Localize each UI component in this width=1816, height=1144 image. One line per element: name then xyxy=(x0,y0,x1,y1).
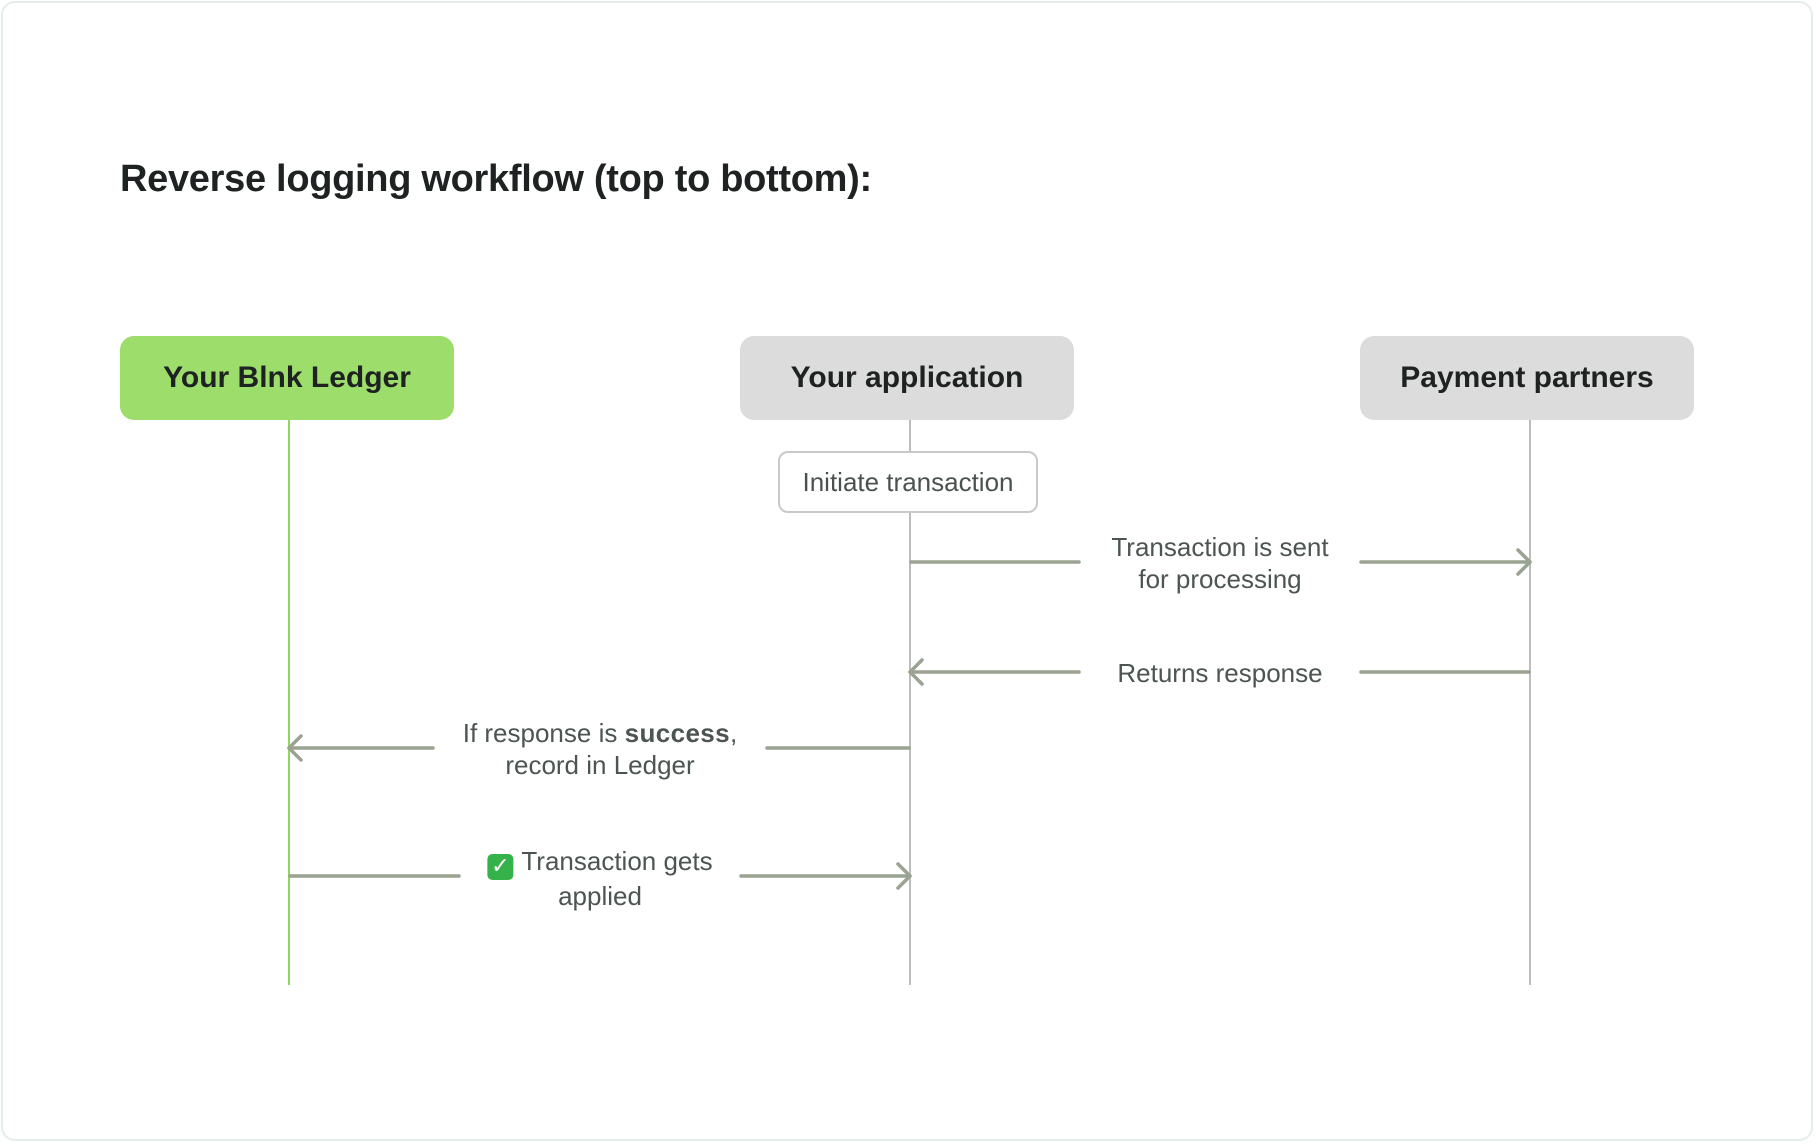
actor-blnk-ledger: Your Blnk Ledger xyxy=(120,336,454,420)
diagram-title: Reverse logging workflow (top to bottom)… xyxy=(120,158,872,200)
actor-your-application: Your application xyxy=(740,336,1074,420)
message-applied-text1: Transaction gets xyxy=(521,846,713,876)
message-record-bold: success xyxy=(624,718,731,748)
message-sent-for-processing: Transaction is sent for processing xyxy=(1111,531,1328,595)
message-sent-line2: for processing xyxy=(1138,564,1302,594)
message-record-suffix: , xyxy=(730,718,738,748)
message-record-line1: If response is success, xyxy=(463,717,738,749)
message-applied-line2: applied xyxy=(558,881,642,911)
initiate-transaction-label: Initiate transaction xyxy=(802,466,1014,497)
message-record-line2: record in Ledger xyxy=(505,750,695,780)
message-returns-response: Returns response xyxy=(1117,657,1322,689)
actor-payment-partners: Payment partners xyxy=(1360,336,1694,420)
message-returns-label: Returns response xyxy=(1117,658,1323,688)
message-applied-line1: ✓ Transaction gets xyxy=(487,845,713,880)
message-record-prefix: If response is xyxy=(462,718,625,748)
message-sent-line1: Transaction is sent xyxy=(1111,532,1329,562)
arrow-returns-response xyxy=(908,658,1531,686)
check-mark-icon: ✓ xyxy=(487,854,514,880)
message-transaction-applied: ✓ Transaction gets applied xyxy=(487,845,713,912)
initiate-transaction-box: Initiate transaction xyxy=(778,451,1038,513)
arrow-sent-for-processing xyxy=(909,548,1532,576)
arrow-record-in-ledger xyxy=(287,734,911,762)
message-record-in-ledger: If response is success, record in Ledger xyxy=(463,717,738,781)
arrow-transaction-applied xyxy=(288,862,912,890)
